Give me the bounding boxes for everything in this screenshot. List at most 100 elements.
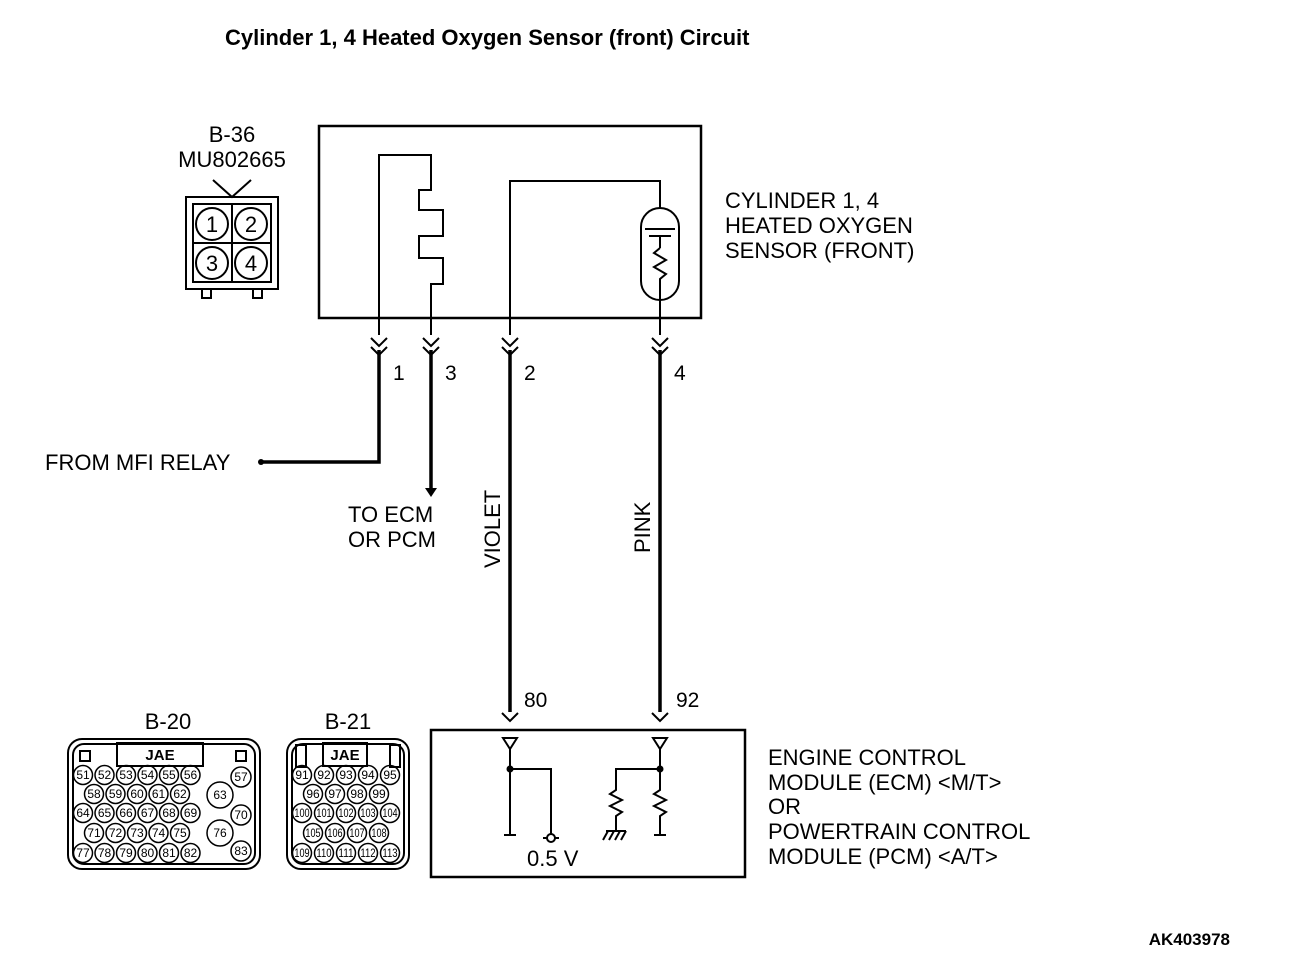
connector-pin-label: 72 bbox=[109, 826, 123, 840]
connector-pin bbox=[291, 842, 313, 864]
connector-pin bbox=[313, 802, 335, 824]
resistor-icon bbox=[607, 768, 660, 831]
connector-pin bbox=[291, 802, 313, 824]
connector-pin bbox=[115, 802, 137, 824]
connector-pin bbox=[230, 766, 252, 788]
connector-pin-label: 56 bbox=[184, 768, 198, 782]
connector-pin bbox=[324, 822, 346, 844]
connector-pin-label: 107 bbox=[349, 826, 364, 840]
connector-pin-label: 67 bbox=[141, 806, 155, 820]
pin-number: 3 bbox=[445, 362, 457, 385]
connector-pin bbox=[83, 783, 105, 805]
connector-pin bbox=[346, 822, 368, 844]
connector-pin-label: 64 bbox=[76, 806, 90, 820]
connector-pin bbox=[126, 783, 148, 805]
b36-pin-label: 4 bbox=[245, 251, 257, 276]
b36-pin-label: 2 bbox=[245, 212, 257, 237]
sensor-label-2: HEATED OXYGEN bbox=[725, 213, 913, 238]
connector-pin bbox=[368, 783, 390, 805]
ecm-label-5: MODULE (PCM) <A/T> bbox=[768, 844, 998, 869]
connector-pin bbox=[94, 802, 115, 824]
connector-pin bbox=[206, 781, 234, 809]
connector-pin-label: 92 bbox=[317, 768, 331, 782]
connector-pin-label: 61 bbox=[152, 787, 166, 801]
connector-b36-name: B-36 bbox=[209, 122, 255, 147]
connector-pin-label: 113 bbox=[382, 846, 397, 860]
connector-pin bbox=[158, 802, 180, 824]
connector-pin-label: 99 bbox=[372, 787, 386, 801]
connector-pin bbox=[335, 764, 357, 786]
ecm-pin-number: 80 bbox=[524, 689, 547, 712]
connector-pin-label: 60 bbox=[130, 787, 144, 801]
connector-pin bbox=[94, 842, 115, 864]
wire-color-pink: PINK bbox=[630, 501, 655, 553]
from-mfi-relay-label: FROM MFI RELAY bbox=[45, 450, 231, 475]
ecm-box bbox=[429, 728, 747, 879]
connector-pin bbox=[291, 764, 313, 786]
connector-pin bbox=[115, 764, 137, 786]
connector-pin-label: 58 bbox=[87, 787, 101, 801]
connector-pin bbox=[313, 842, 335, 864]
connector-pin bbox=[335, 802, 357, 824]
connector-pin bbox=[169, 783, 191, 805]
pin-number: 2 bbox=[524, 362, 536, 385]
connector-pin-label: 53 bbox=[119, 768, 133, 782]
connector-pin-label: 65 bbox=[98, 806, 112, 820]
resistor-icon bbox=[651, 749, 669, 834]
connector-pin-label: 71 bbox=[87, 826, 101, 840]
connector-pin-label: 78 bbox=[98, 846, 112, 860]
ecm-voltage-label: 0.5 V bbox=[527, 846, 579, 871]
wire-color-violet: VIOLET bbox=[480, 490, 505, 568]
connector-pin bbox=[126, 822, 148, 844]
connector-pin bbox=[169, 822, 191, 844]
to-ecm-label-2: OR PCM bbox=[348, 527, 436, 552]
connector-pin bbox=[206, 819, 234, 847]
connector-pin bbox=[302, 783, 324, 805]
connector-pin bbox=[357, 842, 379, 864]
connector-pin bbox=[94, 764, 115, 786]
connector-pin-label: 74 bbox=[152, 826, 166, 840]
connector-pin-label: 54 bbox=[141, 768, 155, 782]
connector-pin bbox=[137, 842, 158, 864]
connector-b36-part: MU802665 bbox=[178, 147, 286, 172]
connector-pin bbox=[335, 842, 357, 864]
ecm-module: 0.5 V bbox=[429, 728, 747, 879]
figure-reference: AK403978 bbox=[1149, 930, 1230, 949]
connector-pin-label: 75 bbox=[173, 826, 187, 840]
ecm-label-3: OR bbox=[768, 794, 801, 819]
connector-pin-label: 76 bbox=[213, 826, 227, 840]
ecm-label-4: POWERTRAIN CONTROL bbox=[768, 819, 1030, 844]
diagram-title: Cylinder 1, 4 Heated Oxygen Sensor (fron… bbox=[225, 25, 750, 50]
connector-pin bbox=[115, 842, 137, 864]
voltage-source-icon bbox=[546, 833, 556, 843]
connector-pin-label: 100 bbox=[294, 806, 309, 820]
b36-pin-label: 3 bbox=[206, 251, 218, 276]
connector-pin bbox=[105, 822, 126, 844]
connector-pin bbox=[180, 802, 201, 824]
ecm-pin-number: 92 bbox=[676, 689, 699, 712]
connector-pin bbox=[158, 842, 180, 864]
connector-pin bbox=[72, 802, 94, 824]
wire-terminal-dot bbox=[258, 459, 264, 465]
connector-pin-label: 57 bbox=[234, 770, 248, 784]
connector-pin bbox=[357, 802, 379, 824]
pin-number: 4 bbox=[674, 362, 686, 385]
connector-pin-label: 80 bbox=[141, 846, 155, 860]
connector-pin-label: 55 bbox=[162, 768, 176, 782]
connector-b21-maker: JAE bbox=[330, 747, 359, 764]
connector-pin bbox=[230, 804, 252, 826]
connector-pin bbox=[180, 842, 201, 864]
connector-pin-label: 104 bbox=[382, 806, 397, 820]
connector-pin bbox=[105, 783, 126, 805]
connector-pin-label: 97 bbox=[328, 787, 342, 801]
wire-arrow-icon bbox=[425, 488, 437, 497]
connector-pin-label: 66 bbox=[119, 806, 133, 820]
connector-pin bbox=[230, 840, 252, 862]
connector-pin bbox=[83, 822, 105, 844]
connector-pin-label: 79 bbox=[119, 846, 133, 860]
connector-pin bbox=[357, 764, 379, 786]
connector-pin-label: 106 bbox=[327, 826, 342, 840]
connector-pin bbox=[72, 764, 94, 786]
sensing-element-icon bbox=[640, 207, 680, 301]
